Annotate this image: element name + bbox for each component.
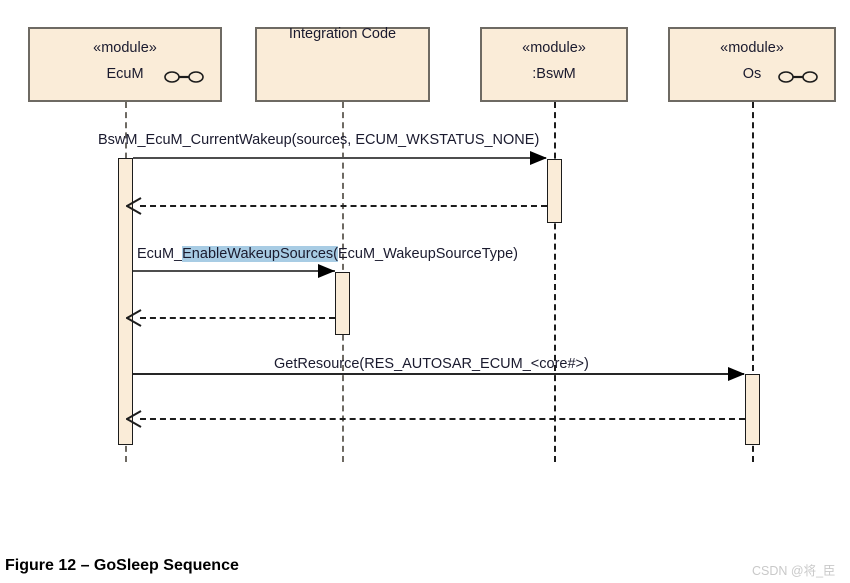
figure-caption: Figure 12 – GoSleep Sequence bbox=[5, 557, 239, 574]
participant-stereotype: «module» bbox=[720, 40, 784, 56]
message-arrowhead-2 bbox=[126, 197, 142, 215]
message-label-3-prefix: EcuM_ bbox=[137, 246, 183, 262]
message-label-3-highlight: EnableWakeupSources( bbox=[182, 246, 338, 262]
message-line-3 bbox=[133, 270, 335, 272]
message-line-5 bbox=[133, 373, 744, 375]
message-arrowhead-3 bbox=[318, 264, 335, 278]
assembly-connector-icon bbox=[164, 71, 204, 83]
message-label-3-suffix: EcuM_WakeupSourceType) bbox=[337, 246, 518, 262]
activation-bar-os bbox=[745, 374, 760, 445]
message-label-1-text: BswM_EcuM_CurrentWakeup(sources, ECUM_WK… bbox=[98, 132, 540, 148]
participant-box-ecum[interactable]: «module» EcuM bbox=[28, 27, 222, 102]
participant-box-os[interactable]: «module» Os bbox=[668, 27, 836, 102]
lifeline-bswm bbox=[554, 102, 556, 462]
message-label-3: EcuM_EnableWakeupSources(EcuM_WakeupSour… bbox=[137, 245, 518, 263]
participant-stereotype: «module» bbox=[522, 40, 586, 56]
message-line-2 bbox=[140, 205, 547, 207]
message-label-5-text: GetResource(RES_AUTOSAR_ECUM_<core#>) bbox=[274, 356, 589, 372]
assembly-connector-icon bbox=[778, 71, 818, 83]
watermark: CSDN @将_臣 bbox=[752, 564, 836, 578]
participant-box-bswm[interactable]: «module» :BswM bbox=[480, 27, 628, 102]
message-label-1: BswM_EcuM_CurrentWakeup(sources, ECUM_WK… bbox=[98, 131, 539, 149]
activation-bar-ecum bbox=[118, 158, 133, 445]
participant-box-integration-code[interactable]: Integration Code bbox=[255, 26, 430, 102]
message-arrowhead-5 bbox=[728, 367, 745, 381]
lifeline-os bbox=[752, 102, 754, 462]
message-arrowhead-6 bbox=[126, 410, 142, 428]
message-line-4 bbox=[140, 317, 335, 319]
message-label-5: GetResource(RES_AUTOSAR_ECUM_<core#>) bbox=[274, 355, 589, 373]
participant-name: EcuM bbox=[106, 66, 144, 82]
participant-name: Integration Code bbox=[288, 26, 397, 42]
participant-name: :BswM bbox=[532, 66, 576, 82]
message-arrowhead-4 bbox=[126, 309, 142, 327]
message-arrowhead-1 bbox=[530, 151, 547, 165]
participant-stereotype: «module» bbox=[93, 40, 157, 56]
message-line-1 bbox=[133, 157, 546, 159]
activation-bar-bswm bbox=[547, 159, 562, 223]
participant-name: Os bbox=[742, 66, 762, 82]
activation-bar-integration-code bbox=[335, 272, 350, 335]
message-line-6 bbox=[140, 418, 745, 420]
